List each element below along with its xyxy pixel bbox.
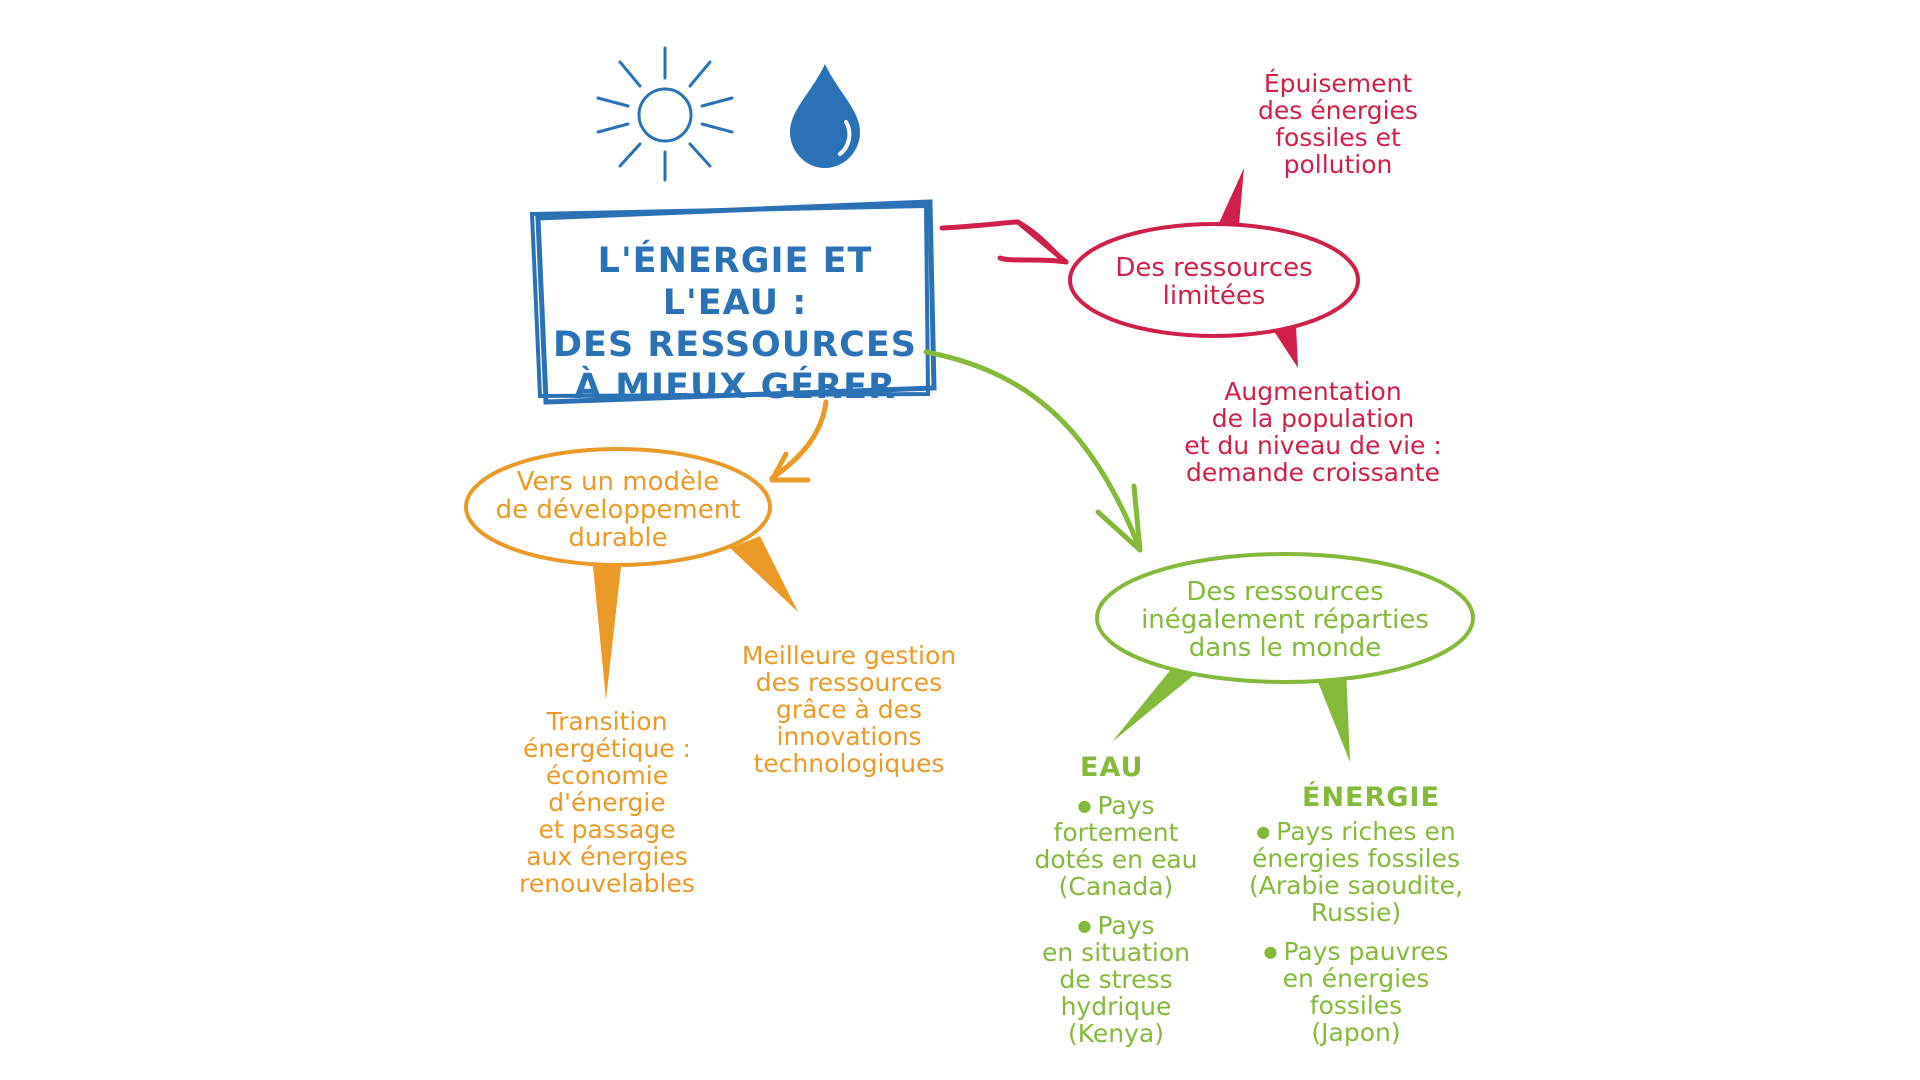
text-line: de développement [495, 495, 741, 525]
text-line: Des ressources [1186, 577, 1384, 607]
water-heading: EAU [1080, 752, 1144, 783]
text-line: Transition [546, 707, 668, 736]
energy-heading: ÉNERGIE [1302, 782, 1440, 813]
water-item-rich: Pays fortement dotés en eau (Canada) [1016, 792, 1216, 900]
text-line: Vers un modèle [516, 467, 720, 497]
title-line: DES RESSOURCES [553, 325, 917, 365]
cause-population-text: Augmentation de la population et du nive… [1148, 378, 1478, 486]
text-line: Des ressources [1115, 253, 1313, 283]
text-line: hydrique [1060, 992, 1172, 1021]
text-line: (Kenya) [1068, 1019, 1164, 1048]
text-line: grâce à des [775, 695, 923, 724]
text-line: innovations [776, 722, 922, 751]
text-line: énergétique : [523, 734, 691, 763]
energy-item-rich: Pays riches en énergies fossiles (Arabie… [1226, 818, 1486, 926]
title-line: L'ÉNERGIE ET L'EAU : [597, 241, 873, 323]
energy-transition-text: Transition énergétique : économie d'éner… [482, 708, 732, 897]
text-line: pollution [1283, 150, 1393, 179]
title-box [529, 199, 937, 405]
cause-depletion-text: Épuisement des énergies fossiles et poll… [1218, 70, 1458, 178]
bubble-sustainable-label: Vers un modèle de développement durable [476, 468, 760, 552]
bubble-limited-label: Des ressources limitées [1074, 254, 1354, 310]
text-line: en situation [1042, 938, 1190, 967]
arrow-to-sustainable [769, 399, 829, 483]
text-line: Épuisement [1263, 69, 1413, 98]
text-line: des ressources [755, 668, 943, 697]
text-line: Russie) [1310, 898, 1402, 927]
text-line: Augmentation [1224, 377, 1402, 406]
bubble-unequal-label: Des ressources inégalement réparties dan… [1110, 578, 1460, 662]
text-line: Pays [1016, 792, 1216, 819]
text-line: Pays [1016, 912, 1216, 939]
text-line: durable [568, 523, 668, 553]
text-line: fossiles et [1275, 123, 1401, 152]
text-line: fortement [1053, 818, 1179, 847]
page-title: L'ÉNERGIE ET L'EAU : DES RESSOURCES À MI… [550, 240, 920, 408]
water-drop-icon [790, 64, 860, 168]
text-line: économie [545, 761, 669, 790]
text-line: aux énergies [526, 842, 688, 871]
text-line: énergies fossiles [1251, 844, 1461, 873]
text-line: technologiques [753, 749, 945, 778]
text-line: limitées [1162, 281, 1266, 311]
text-line: renouvelables [519, 869, 695, 898]
water-item-stress: Pays en situation de stress hydrique (Ke… [1016, 912, 1216, 1047]
text-line: dans le monde [1188, 633, 1382, 663]
text-line: (Canada) [1058, 872, 1174, 901]
text-line: demande croissante [1185, 458, 1441, 487]
text-line: et passage [538, 815, 676, 844]
text-line: en énergies [1282, 964, 1430, 993]
text-line: fossiles [1309, 991, 1403, 1020]
sun-icon [596, 46, 734, 182]
text-line: (Japon) [1311, 1018, 1401, 1047]
title-line: À MIEUX GÉRER [573, 367, 897, 407]
text-line: et du niveau de vie : [1184, 431, 1442, 460]
text-line: dotés en eau [1034, 845, 1198, 874]
arrow-to-unequal [923, 349, 1143, 553]
text-line: inégalement réparties [1141, 605, 1429, 635]
text-line: de stress [1059, 965, 1173, 994]
text-line: des énergies [1258, 96, 1418, 125]
text-line: (Arabie saoudite, [1248, 871, 1464, 900]
text-line: Pays riches en [1226, 818, 1486, 845]
energy-item-poor: Pays pauvres en énergies fossiles (Japon… [1236, 938, 1476, 1046]
text-line: de la population [1211, 404, 1415, 433]
bubble-sustainable-shape [464, 447, 798, 700]
arrow-to-limited [939, 219, 1069, 265]
bubble-unequal-shape [1095, 552, 1475, 762]
better-management-text: Meilleure gestion des ressources grâce à… [724, 642, 974, 777]
text-line: Meilleure gestion [741, 641, 957, 670]
text-line: d'énergie [548, 788, 666, 817]
bubble-limited-shape [1068, 168, 1360, 368]
text-line: Pays pauvres [1236, 938, 1476, 965]
